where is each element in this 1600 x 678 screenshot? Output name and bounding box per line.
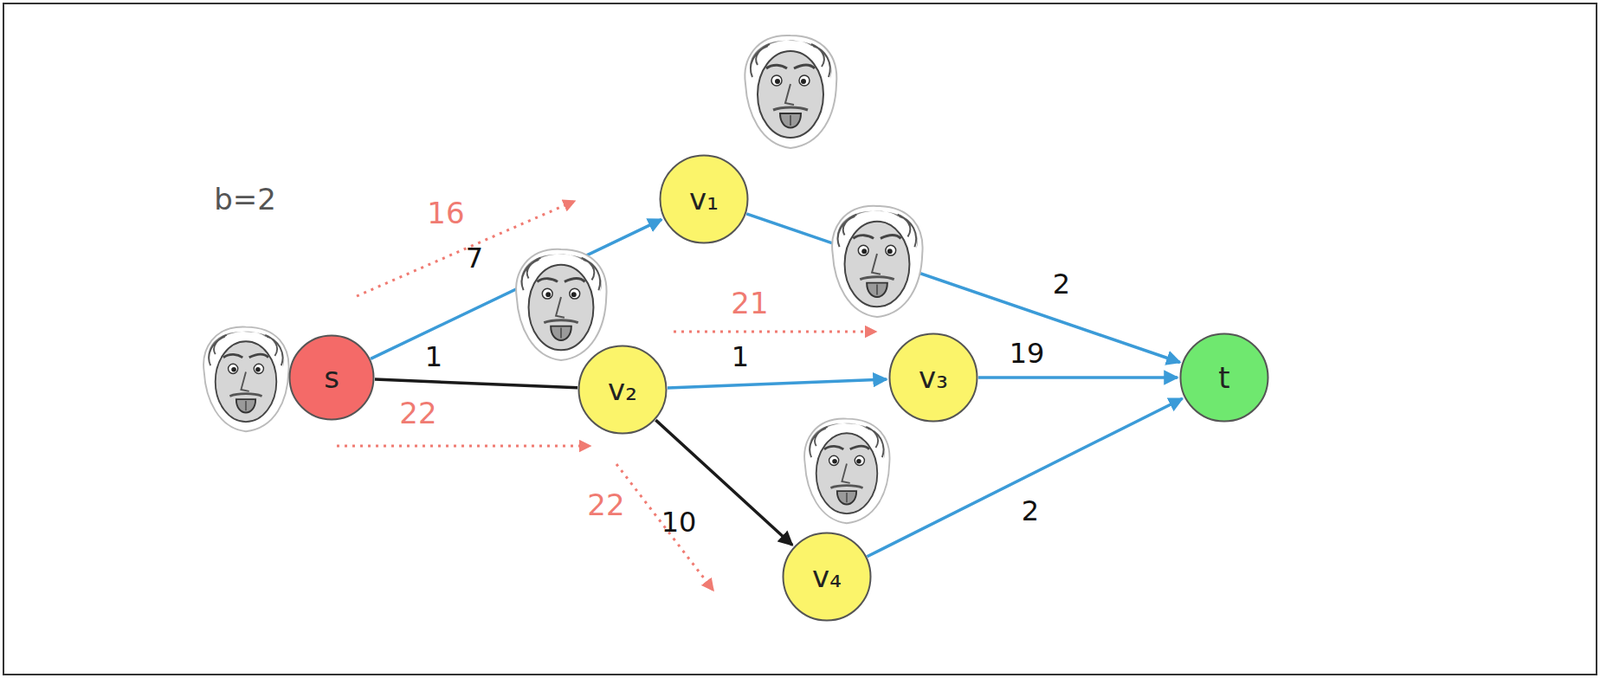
- flow-edge: [655, 419, 793, 545]
- capacity-label: 1: [425, 342, 443, 371]
- vertex-node: v₁: [658, 154, 749, 245]
- vertex-node: v₂: [577, 344, 668, 435]
- flow-edge: [978, 375, 1178, 380]
- einstein-head: [804, 418, 890, 523]
- flow-edge: [667, 379, 887, 388]
- node-label: v₁: [689, 184, 719, 214]
- vertex-node: v₃: [888, 332, 979, 423]
- capacity-label: 19: [1009, 339, 1046, 368]
- dotted-arrow: [336, 445, 591, 448]
- node-label: v₂: [607, 374, 638, 405]
- dotted-arrow: [673, 330, 877, 334]
- capacity-label: 2: [1052, 270, 1071, 298]
- einstein-head: [744, 35, 837, 149]
- flow-value: 22: [399, 398, 437, 428]
- flow-edge: [374, 379, 578, 388]
- einstein-head: [203, 326, 289, 432]
- dotted-arrow: [616, 464, 714, 591]
- sink-node: t: [1179, 332, 1270, 423]
- node-label: v₃: [918, 362, 949, 393]
- vertex-node: v₄: [781, 531, 872, 622]
- flow-value: 22: [587, 490, 625, 520]
- node-label: s: [323, 362, 340, 393]
- node-label: t: [1218, 362, 1230, 393]
- capacity-label: 1: [731, 342, 749, 371]
- flow-value: 16: [426, 198, 465, 228]
- capacity-label: 10: [661, 508, 697, 536]
- capacity-label: 2: [1021, 496, 1039, 525]
- flow-value: 21: [730, 288, 768, 318]
- capacity-label: 7: [465, 244, 484, 272]
- budget-label: b=2: [213, 184, 277, 214]
- flow-edge: [746, 213, 1181, 363]
- einstein-head: [516, 249, 607, 361]
- frame-border: [3, 3, 1597, 675]
- flow-edge: [866, 398, 1182, 557]
- source-node: s: [288, 334, 375, 421]
- node-label: v₄: [812, 561, 842, 592]
- einstein-head: [832, 206, 923, 317]
